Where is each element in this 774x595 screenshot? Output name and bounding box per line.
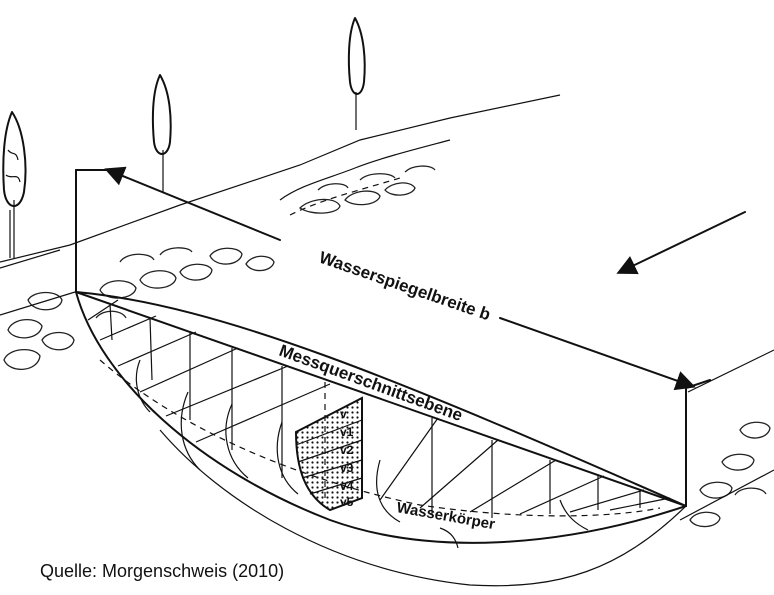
surface-width-label: Wasserspiegelbreite b: [317, 248, 493, 325]
source-caption: Quelle: Morgenschweis (2010): [40, 561, 285, 581]
velocity-label-v2: v2: [340, 443, 354, 457]
left-bank-stones: [0, 247, 275, 370]
tree-left: [2, 111, 27, 258]
velocity-label-v4: v4: [340, 479, 354, 493]
cross-section: [75, 291, 687, 587]
right-bank-stones: [679, 349, 774, 528]
water-body-label: Wasserkörper: [395, 499, 496, 533]
velocity-label-v5: v5: [340, 495, 354, 509]
water-body-leader: [439, 527, 459, 549]
tree-right: [347, 17, 366, 130]
flow-direction-arrow: [616, 211, 746, 275]
width-dimension: [75, 166, 711, 507]
far-bank: [0, 94, 561, 269]
velocity-label-v3: v3: [340, 461, 354, 475]
velocity-label-v1: v1: [340, 425, 354, 439]
tree-middle: [151, 74, 172, 192]
measurement-plane-label: Messquerschnittsebene: [277, 341, 466, 425]
velocity-label-v: v: [340, 407, 347, 421]
